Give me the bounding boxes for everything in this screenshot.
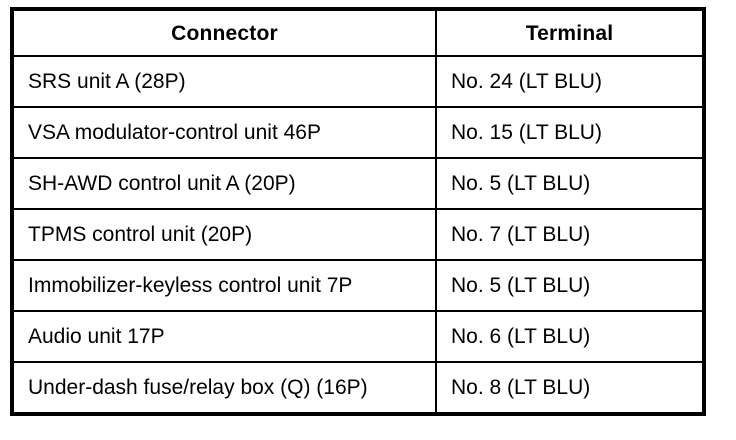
connector-terminal-table: Connector Terminal SRS unit A (28P) No. …	[10, 7, 706, 416]
terminal-cell: No. 8 (LT BLU)	[435, 361, 705, 415]
header-terminal: Terminal	[435, 8, 705, 57]
table-row: SH-AWD control unit A (20P) No. 5 (LT BL…	[11, 157, 705, 210]
terminal-cell: No. 7 (LT BLU)	[435, 208, 705, 261]
table-row: Immobilizer-keyless control unit 7P No. …	[11, 259, 705, 312]
connector-cell: Under-dash fuse/relay box (Q) (16P)	[11, 361, 437, 415]
connector-cell: SRS unit A (28P)	[11, 55, 437, 108]
terminal-cell: No. 6 (LT BLU)	[435, 310, 705, 363]
terminal-cell: No. 5 (LT BLU)	[435, 259, 705, 312]
connector-cell: SH-AWD control unit A (20P)	[11, 157, 437, 210]
table-row: Audio unit 17P No. 6 (LT BLU)	[11, 310, 705, 363]
connector-cell: Immobilizer-keyless control unit 7P	[11, 259, 437, 312]
table-row: SRS unit A (28P) No. 24 (LT BLU)	[11, 55, 705, 108]
table-row: Under-dash fuse/relay box (Q) (16P) No. …	[11, 361, 705, 415]
connector-cell: VSA modulator-control unit 46P	[11, 106, 437, 159]
terminal-cell: No. 5 (LT BLU)	[435, 157, 705, 210]
table-row: VSA modulator-control unit 46P No. 15 (L…	[11, 106, 705, 159]
terminal-cell: No. 24 (LT BLU)	[435, 55, 705, 108]
terminal-cell: No. 15 (LT BLU)	[435, 106, 705, 159]
table-row: TPMS control unit (20P) No. 7 (LT BLU)	[11, 208, 705, 261]
connector-cell: Audio unit 17P	[11, 310, 437, 363]
table-header-row: Connector Terminal	[11, 8, 705, 57]
header-connector: Connector	[11, 8, 437, 57]
connector-cell: TPMS control unit (20P)	[11, 208, 437, 261]
